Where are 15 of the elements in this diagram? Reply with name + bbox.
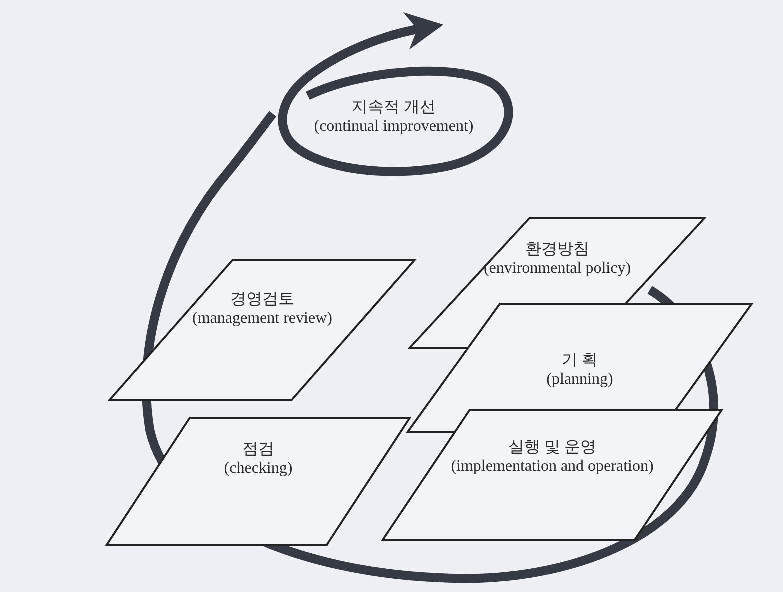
- english-label: (planning): [546, 370, 614, 389]
- stage-parallelogram: [383, 410, 722, 540]
- english-label: (management review): [192, 309, 332, 328]
- english-label: (checking): [224, 459, 293, 478]
- stage-parallelogram: [110, 260, 415, 400]
- korean-label: 점검: [242, 440, 274, 459]
- korean-label: 기 획: [562, 351, 598, 370]
- korean-label: 실행 및 운영: [508, 438, 596, 457]
- korean-label: 경영검토: [230, 290, 294, 309]
- english-label: (environmental policy): [484, 259, 632, 278]
- korean-label: 지속적 개선: [352, 98, 436, 117]
- english-label: (continual improvement): [314, 117, 474, 136]
- stage-parallelogram: [107, 418, 410, 545]
- korean-label: 환경방침: [526, 240, 590, 259]
- english-label: (implementation and operation): [451, 457, 654, 476]
